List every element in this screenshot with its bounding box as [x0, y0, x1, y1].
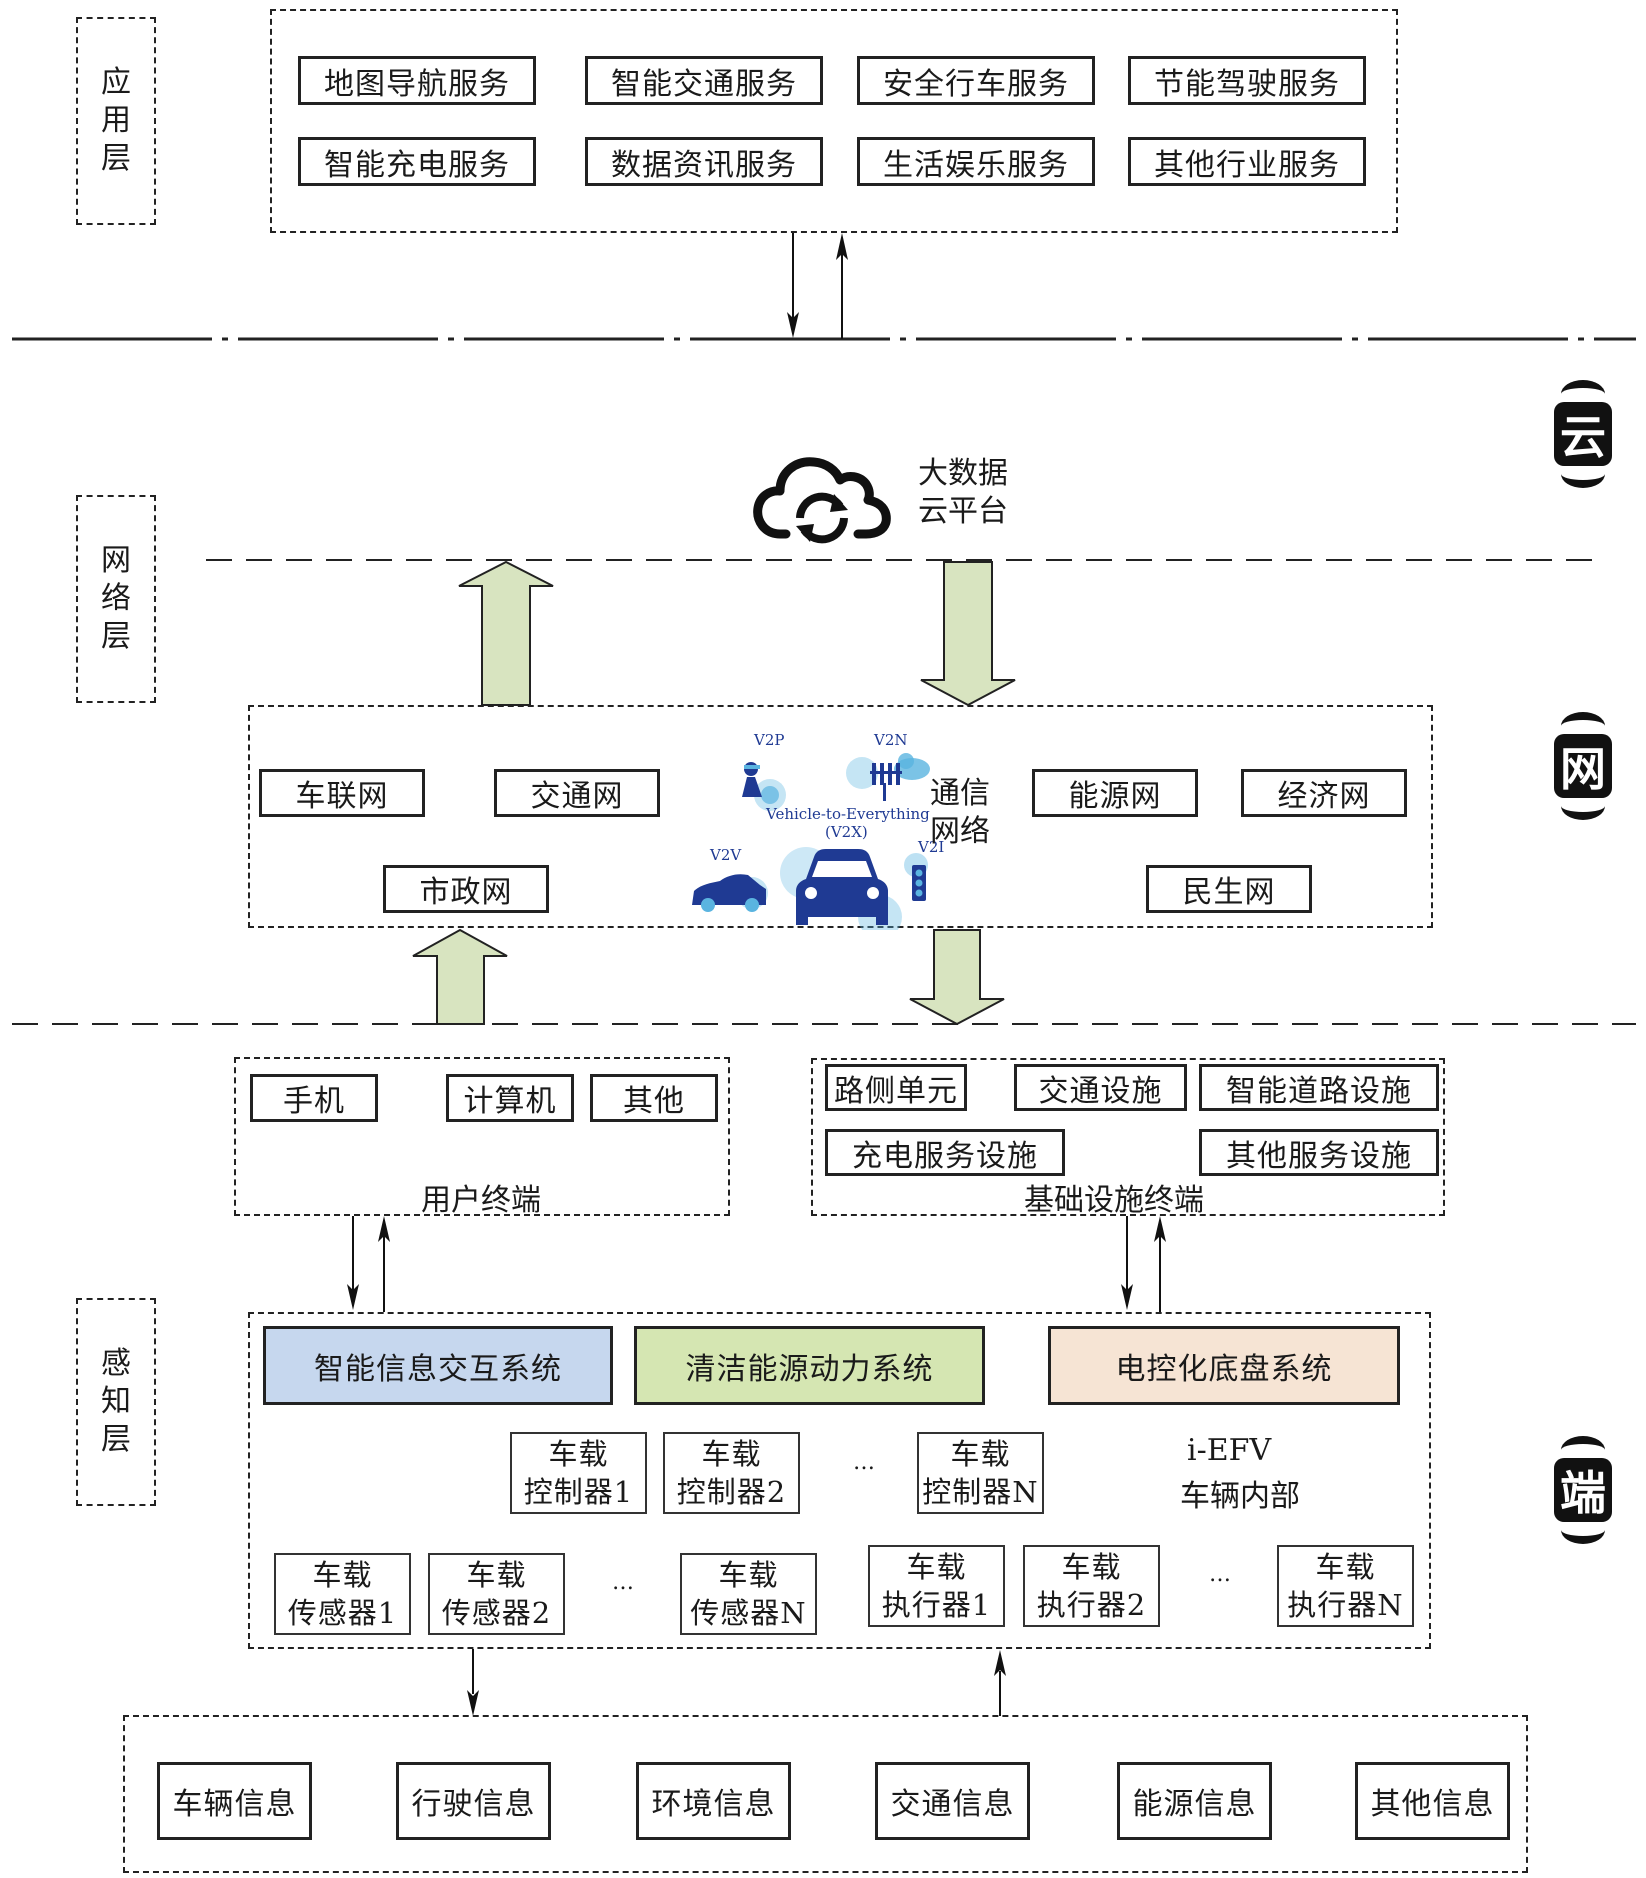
infra-traffic-facility: 交通设施: [1014, 1064, 1187, 1111]
info-traffic: 交通信息: [875, 1762, 1030, 1840]
infra-roadside-unit: 路侧单元: [825, 1064, 967, 1111]
side-tag-glyph: 端: [1554, 1458, 1612, 1522]
cloud-platform-label-line1: 大数据: [918, 456, 1008, 491]
service-smart-traffic: 智能交通服务: [585, 56, 823, 105]
uplink-arrow-to-network: [412, 928, 508, 1025]
side-tag-glyph: 云: [1554, 402, 1612, 466]
vehicle-internal-panel: [248, 1312, 1431, 1649]
user-terminal-up-arrow: [378, 1216, 390, 1312]
controller-2: 车载控制器2: [663, 1432, 800, 1514]
infra-charging-facility: 充电服务设施: [825, 1129, 1065, 1176]
cloud-sync-icon: [752, 448, 892, 544]
side-tag-terminal: 端: [1550, 1436, 1616, 1544]
service-eco-driving: 节能驾驶服务: [1128, 56, 1366, 105]
system-smart-info-interaction: 智能信息交互系统: [263, 1326, 613, 1405]
sensor-ellipsis: …: [612, 1570, 634, 1595]
infra-smart-road-facility: 智能道路设施: [1199, 1064, 1439, 1111]
vehicle-to-info-down-arrow: [467, 1649, 479, 1716]
v2x-title: Vehicle-to-Everything: [766, 805, 930, 823]
user-terminal-other: 其他: [590, 1074, 718, 1122]
v2x-subtitle: (V2X): [825, 823, 868, 841]
side-tag-glyph: 网: [1554, 734, 1612, 798]
actuator-n: 车载执行器N: [1277, 1545, 1414, 1627]
network-economic: 经济网: [1241, 769, 1407, 817]
service-safe-driving: 安全行车服务: [857, 56, 1095, 105]
layer-label-text: 网 络 层: [101, 543, 131, 654]
close-paren-icon: [1561, 474, 1605, 488]
infra-other-service-facility: 其他服务设施: [1199, 1129, 1439, 1176]
open-paren-icon: [1561, 380, 1605, 394]
application-services-panel: [270, 9, 1398, 233]
infrastructure-terminal-caption: 基础设施终端: [1024, 1183, 1204, 1218]
downlink-arrow-to-terminals: [909, 929, 1005, 1026]
info-other: 其他信息: [1355, 1762, 1510, 1840]
close-paren-icon: [1561, 806, 1605, 820]
network-energy: 能源网: [1032, 769, 1198, 817]
side-tag-network: 网: [1550, 712, 1616, 820]
layer-label-text: 感 知 层: [101, 1346, 131, 1457]
service-data-info: 数据资讯服务: [585, 137, 823, 186]
network-livelihood: 民生网: [1146, 865, 1312, 913]
layer-label-application: 应 用 层: [76, 17, 156, 225]
comm-network-label-line2: 网络: [930, 814, 990, 849]
actuator-1: 车载执行器1: [868, 1545, 1005, 1627]
v2i-label: V2I: [918, 838, 945, 856]
user-terminal-down-arrow: [347, 1216, 359, 1310]
user-terminal-caption: 用户终端: [421, 1183, 541, 1218]
system-electronic-chassis: 电控化底盘系统: [1048, 1326, 1400, 1405]
sensor-n: 车载传感器N: [680, 1553, 817, 1635]
controller-ellipsis: …: [853, 1450, 875, 1475]
cloud-platform-label-line2: 云平台: [918, 494, 1008, 529]
controller-1: 车载控制器1: [510, 1432, 647, 1514]
network-telematics: 车联网: [259, 769, 425, 817]
user-terminal-panel: [234, 1057, 730, 1216]
side-tag-cloud: 云: [1550, 380, 1616, 488]
info-driving: 行驶信息: [396, 1762, 551, 1840]
app-up-arrow: [836, 233, 848, 339]
v2v-label: V2V: [710, 846, 742, 864]
downlink-arrow-from-cloud: [920, 561, 1016, 707]
comm-network-label-line1: 通信: [930, 776, 990, 811]
layer-label-perception: 感 知 层: [76, 1298, 156, 1506]
v2x-illustration: V2P V2N Vehicle-to-Everything (V2X) V2V …: [680, 725, 960, 939]
layer-label-text: 应 用 层: [101, 65, 131, 176]
layer-label-network: 网 络 层: [76, 495, 156, 703]
service-other-industry: 其他行业服务: [1128, 137, 1366, 186]
infra-terminal-down-arrow: [1121, 1216, 1133, 1310]
info-types-panel: [123, 1715, 1528, 1873]
actuator-2: 车载执行器2: [1023, 1545, 1160, 1627]
v2n-label: V2N: [874, 731, 908, 749]
app-down-arrow: [787, 233, 799, 338]
open-paren-icon: [1561, 1436, 1605, 1450]
sensor-1: 车载传感器1: [274, 1553, 411, 1635]
vehicle-name-line1: i-EFV: [1187, 1433, 1272, 1468]
info-energy: 能源信息: [1117, 1762, 1272, 1840]
infra-terminal-up-arrow: [1154, 1216, 1166, 1312]
network-traffic: 交通网: [494, 769, 660, 817]
service-lifestyle-entertainment: 生活娱乐服务: [857, 137, 1095, 186]
controller-n: 车载控制器N: [917, 1432, 1044, 1514]
network-municipal: 市政网: [383, 865, 549, 913]
info-environment: 环境信息: [636, 1762, 791, 1840]
sensor-2: 车载传感器2: [428, 1553, 565, 1635]
service-map-navigation: 地图导航服务: [298, 56, 536, 105]
vehicle-name-line2: 车辆内部: [1180, 1479, 1300, 1514]
user-terminal-computer: 计算机: [446, 1074, 574, 1122]
system-clean-energy-power: 清洁能源动力系统: [634, 1326, 985, 1405]
uplink-arrow-to-cloud: [458, 560, 554, 706]
v2p-label: V2P: [754, 731, 785, 749]
info-to-vehicle-up-arrow: [994, 1650, 1006, 1716]
user-terminal-phone: 手机: [250, 1074, 378, 1122]
close-paren-icon: [1561, 1530, 1605, 1544]
actuator-ellipsis: …: [1209, 1562, 1231, 1587]
open-paren-icon: [1561, 712, 1605, 726]
infrastructure-terminal-panel: [811, 1058, 1445, 1216]
communication-network-panel: [248, 705, 1433, 928]
info-vehicle: 车辆信息: [157, 1762, 312, 1840]
service-smart-charging: 智能充电服务: [298, 137, 536, 186]
